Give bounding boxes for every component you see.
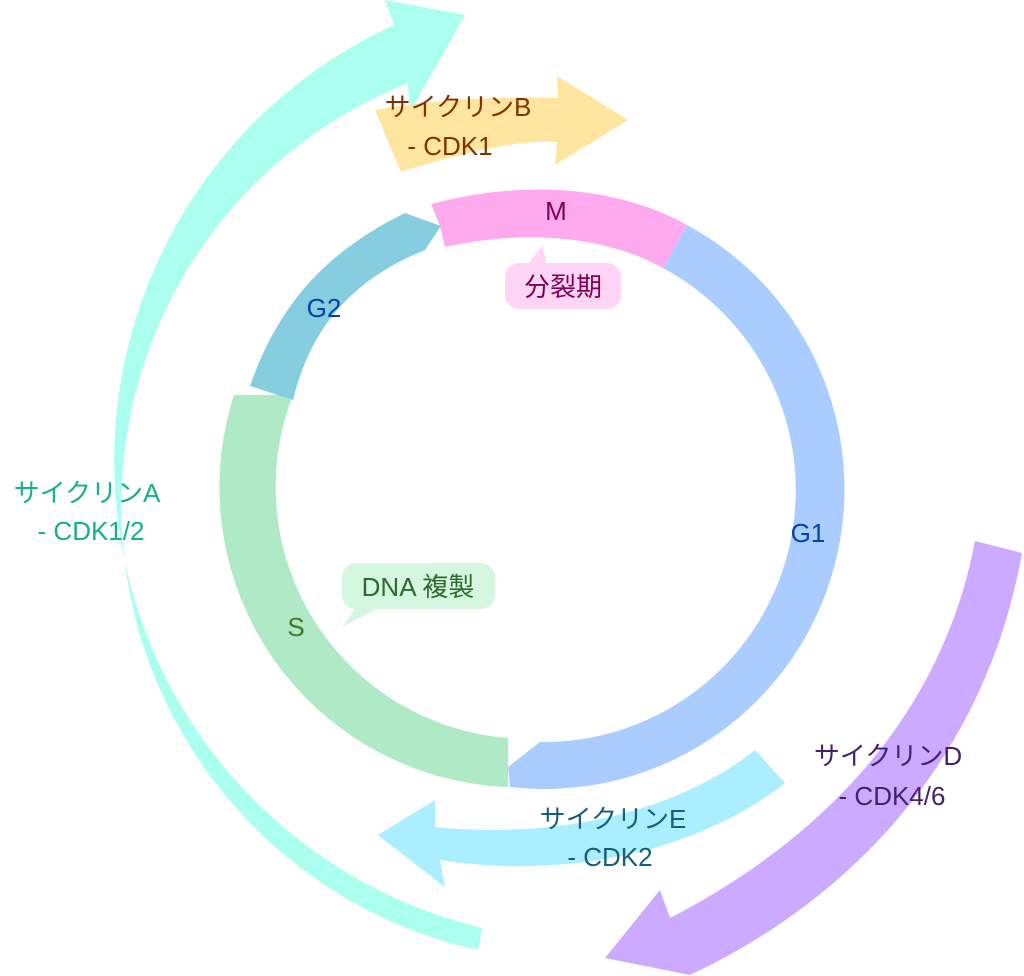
cyclin-b-label: サイクリンB	[385, 92, 532, 122]
cyclin-e-cdk-label: - CDK2	[567, 842, 652, 872]
mitosis-callout-tail	[525, 246, 548, 268]
dna-replication-callout: DNA 複製	[342, 563, 495, 627]
m-phase-label: M	[545, 196, 567, 226]
g2-phase-segment	[250, 213, 441, 400]
g1-phase-label: G1	[791, 518, 826, 548]
cyclin-b-arrow	[375, 76, 628, 172]
m-phase-segment	[431, 189, 687, 268]
mitosis-callout-box	[505, 263, 621, 309]
cyclin-d-cdk-label: - CDK4/6	[839, 781, 946, 811]
cyclin-a-cdk-label: - CDK1/2	[38, 516, 145, 546]
g2-phase-label: G2	[307, 293, 342, 323]
s-phase-label: S	[287, 612, 304, 642]
mitosis-callout-label: 分裂期	[524, 272, 602, 302]
cyclin-b-cdk-label: - CDK1	[407, 131, 492, 161]
s-phase-segment	[219, 395, 508, 787]
cyclin-a-label: サイクリンA	[14, 478, 161, 508]
dna-replication-callout-box	[342, 563, 495, 609]
g1-phase-segment	[508, 225, 845, 789]
cyclin-d-arrow	[605, 541, 1022, 975]
cyclin-e-label: サイクリンE	[540, 804, 687, 834]
cyclin-a-arrow	[114, 0, 482, 950]
cyclin-e-arrow	[378, 750, 785, 887]
cyclin-d-label: サイクリンD	[814, 741, 962, 771]
dna-replication-callout-label: DNA 複製	[362, 572, 475, 602]
mitosis-callout: 分裂期	[505, 246, 621, 309]
